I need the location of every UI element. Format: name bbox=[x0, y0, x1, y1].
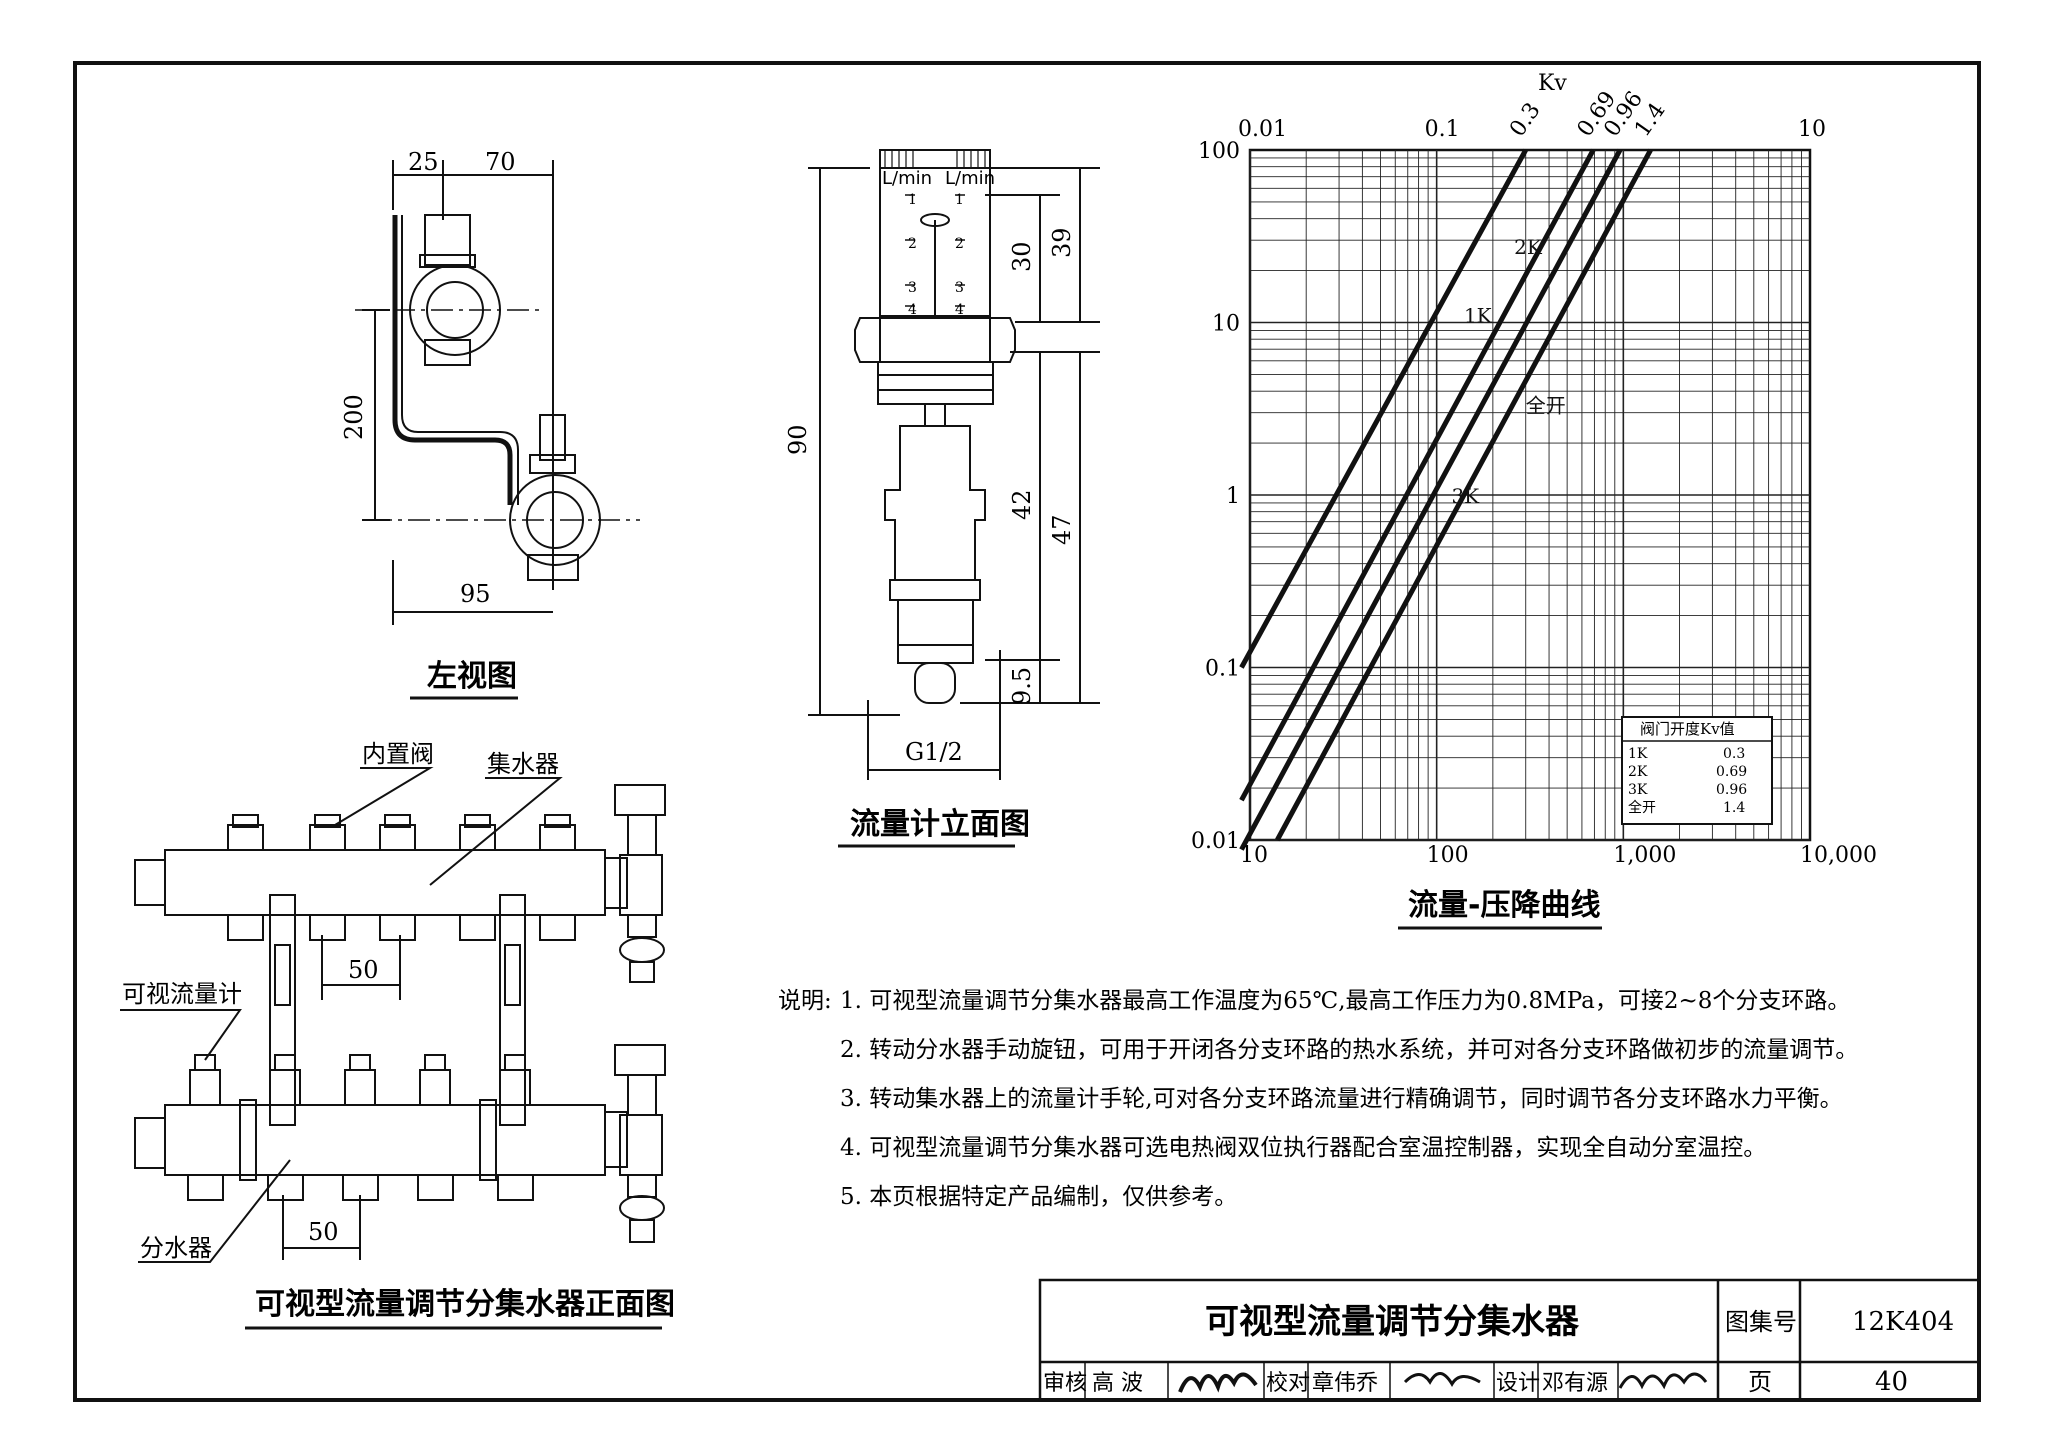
flow-pressure-chart: 1K2K3K全开 101001,00010,0001001010.10.010.… bbox=[1191, 71, 1877, 930]
dim-200: 200 bbox=[340, 394, 368, 440]
series-line-2K bbox=[1239, 148, 1596, 802]
label-collector: 集水器 bbox=[487, 750, 559, 778]
legend-v-2: 0.69 bbox=[1716, 764, 1747, 780]
kv-tick-label: 0.3 bbox=[1505, 98, 1546, 141]
review-label: 审核 bbox=[1043, 1371, 1087, 1396]
legend-k-4: 全开 bbox=[1628, 799, 1656, 816]
left-view-caption: 左视图 bbox=[427, 659, 517, 694]
x-tick-label: 100 bbox=[1427, 843, 1469, 868]
left-view bbox=[355, 160, 640, 625]
series-line-3K bbox=[1239, 148, 1623, 851]
series-line-1K bbox=[1239, 148, 1528, 669]
chart-legend: 阀门开度Kv值 1K 0.3 2K 0.69 3K 0.96 全开 1.4 bbox=[1621, 716, 1773, 825]
meter-unit-left: L/min bbox=[882, 168, 932, 189]
note-2: 2. 转动分水器手动旋钮，可用于开闭各分支环路的热水系统，并可对各分支环路做初步… bbox=[840, 1037, 1858, 1063]
note-3: 3. 转动集水器上的流量计手轮,可对各分支环路流量进行精确调节，同时调节各分支环… bbox=[840, 1086, 1843, 1112]
legend-v-4: 1.4 bbox=[1723, 800, 1745, 816]
label-distributor: 分水器 bbox=[140, 1234, 212, 1262]
design-label: 设计 bbox=[1496, 1371, 1540, 1396]
dim-pitch-top: 50 bbox=[348, 956, 379, 984]
x-tick-label: 10,000 bbox=[1800, 843, 1877, 868]
kv-tick-label: 10 bbox=[1798, 117, 1826, 142]
y-tick-label: 10 bbox=[1212, 312, 1240, 337]
dim-95: 95 bbox=[460, 580, 491, 608]
scale-2-left: 2 bbox=[908, 236, 917, 252]
legend-k-3: 3K bbox=[1628, 782, 1648, 798]
notes-prefix: 说明: bbox=[778, 988, 832, 1014]
scale-1-right: 1 bbox=[955, 192, 964, 208]
series-label-2K: 2K bbox=[1514, 235, 1543, 259]
scale-1-left: 1 bbox=[908, 192, 917, 208]
series-label-1K: 1K bbox=[1464, 304, 1493, 328]
legend-title: 阀门开度Kv值 bbox=[1640, 720, 1735, 738]
design-name: 邓有源 bbox=[1542, 1371, 1608, 1396]
meter-caption: 流量计立面图 bbox=[850, 807, 1030, 842]
dim-42: 42 bbox=[1008, 489, 1036, 520]
scale-4-left: 4 bbox=[908, 302, 917, 318]
label-meter: 可视流量计 bbox=[122, 980, 242, 1008]
dim-90: 90 bbox=[784, 424, 812, 455]
label-valve: 内置阀 bbox=[362, 740, 434, 768]
x-tick-label: 10 bbox=[1240, 843, 1268, 868]
atlas-label: 图集号 bbox=[1725, 1308, 1797, 1336]
flow-meter-drawing bbox=[808, 149, 1100, 780]
notes-block: 说明: 1. 可视型流量调节分集水器最高工作温度为65℃,最高工作压力为0.8M… bbox=[778, 988, 1858, 1210]
title-block bbox=[1038, 1278, 1981, 1402]
legend-k-2: 2K bbox=[1628, 764, 1648, 780]
check-name: 章伟乔 bbox=[1312, 1371, 1378, 1396]
page-label: 页 bbox=[1748, 1368, 1772, 1396]
dim-30: 30 bbox=[1008, 241, 1036, 272]
note-1: 1. 可视型流量调节分集水器最高工作温度为65℃,最高工作压力为0.8MPa，可… bbox=[840, 988, 1850, 1014]
series-label-全开: 全开 bbox=[1526, 394, 1566, 418]
legend-v-3: 0.96 bbox=[1716, 782, 1747, 798]
x-tick-label: 1,000 bbox=[1613, 843, 1676, 868]
chart-top-axis-label: Kv bbox=[1538, 71, 1567, 96]
check-label: 校对 bbox=[1266, 1371, 1310, 1396]
y-tick-label: 0.1 bbox=[1205, 657, 1240, 682]
scale-3-left: 3 bbox=[908, 280, 917, 296]
note-5: 5. 本页根据特定产品编制，仅供参考。 bbox=[840, 1184, 1237, 1210]
kv-tick-label: 0.1 bbox=[1425, 117, 1460, 142]
dim-25: 25 bbox=[408, 148, 439, 176]
chart-title: 流量-压降曲线 bbox=[1408, 888, 1600, 923]
dim-pitch-bottom: 50 bbox=[308, 1218, 339, 1246]
thread-label: G1/2 bbox=[905, 738, 963, 766]
check-signature bbox=[1403, 1372, 1481, 1387]
design-signature bbox=[1618, 1372, 1708, 1390]
atlas-number: 12K404 bbox=[1852, 1307, 1954, 1337]
scale-3-right: 3 bbox=[955, 280, 964, 296]
y-tick-label: 0.01 bbox=[1191, 829, 1240, 854]
manifold-front-view bbox=[120, 767, 666, 1263]
y-tick-label: 1 bbox=[1226, 484, 1240, 509]
chart-lines: 1K2K3K全开 bbox=[1239, 148, 1653, 851]
dim-70: 70 bbox=[485, 148, 516, 176]
kv-tick-label: 0.01 bbox=[1238, 117, 1287, 142]
page-number: 40 bbox=[1875, 1367, 1908, 1397]
outer-frame bbox=[73, 61, 1981, 1402]
note-4: 4. 可视型流量调节分集水器可选电热阀双位执行器配合室温控制器，实现全自动分室温… bbox=[840, 1135, 1766, 1161]
scale-4-right: 4 bbox=[955, 302, 964, 318]
review-signature bbox=[1178, 1372, 1258, 1393]
review-name: 高 波 bbox=[1092, 1371, 1143, 1396]
legend-v-1: 0.3 bbox=[1723, 746, 1745, 762]
meter-unit-right: L/min bbox=[945, 168, 995, 189]
dim-39: 39 bbox=[1048, 227, 1076, 258]
series-line-全开 bbox=[1275, 148, 1653, 842]
scale-2-right: 2 bbox=[955, 236, 964, 252]
dim-47: 47 bbox=[1048, 514, 1076, 545]
front-caption: 可视型流量调节分集水器正面图 bbox=[255, 1287, 675, 1322]
legend-k-1: 1K bbox=[1628, 746, 1648, 762]
title-block-title: 可视型流量调节分集水器 bbox=[1205, 1302, 1580, 1342]
y-tick-label: 100 bbox=[1198, 139, 1240, 164]
dim-9-5: 9.5 bbox=[1008, 667, 1036, 705]
